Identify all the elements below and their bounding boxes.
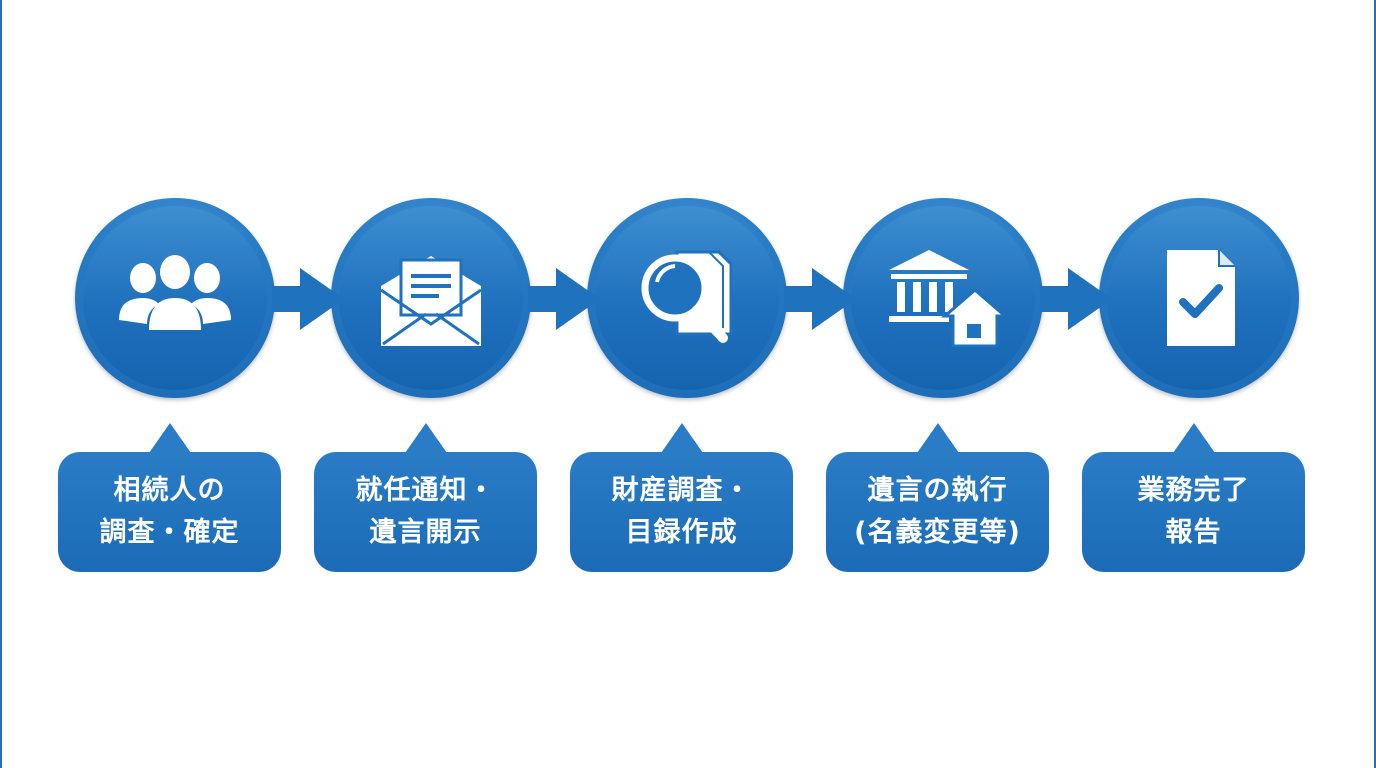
step-label-line2: (名義変更等): [854, 517, 1021, 548]
step-label-line1: 就任通知・: [355, 475, 496, 506]
arrow-right-icon: [272, 268, 344, 330]
step-circle: [843, 198, 1043, 398]
bank-house-icon: [889, 250, 1003, 348]
step-label-box: 財産調査・ 目録作成: [570, 423, 793, 572]
envelope-letter-icon: [380, 256, 482, 346]
step-label-line1: 遺言の執行: [867, 475, 1008, 506]
step-label-line2: 遺言開示: [369, 517, 482, 548]
step-completion-report: 業務完了 報告: [1071, 0, 1327, 768]
step-heir-investigation: 相続人の 調査・確定: [47, 0, 303, 768]
step-label-line2: 目録作成: [625, 517, 738, 548]
step-label-line1: 財産調査・: [611, 475, 752, 506]
step-label-line2: 報告: [1165, 517, 1222, 548]
arrow-right-icon: [528, 268, 600, 330]
step-label-line2: 調査・確定: [99, 517, 240, 548]
step-circle: [587, 198, 787, 398]
step-circle: [1099, 198, 1299, 398]
arrow-right-icon: [784, 268, 856, 330]
step-circle: [331, 198, 531, 398]
document-check-icon: [1167, 250, 1235, 346]
magnifier-documents-icon: [641, 250, 733, 343]
step-circle: [75, 198, 275, 398]
step-label-line1: 相続人の: [113, 475, 226, 506]
people-group-icon: [119, 255, 231, 330]
step-will-execution: 遺言の執行 (名義変更等): [815, 0, 1071, 768]
step-label-box: 業務完了 報告: [1082, 423, 1305, 572]
step-label-box: 就任通知・ 遺言開示: [314, 423, 537, 572]
arrow-right-icon: [1040, 268, 1112, 330]
step-label-box: 遺言の執行 (名義変更等): [826, 423, 1049, 572]
step-label-line1: 業務完了: [1137, 475, 1250, 506]
step-label-box: 相続人の 調査・確定: [58, 423, 281, 572]
step-asset-inventory: 財産調査・ 目録作成: [559, 0, 815, 768]
step-notification: 就任通知・ 遺言開示: [303, 0, 559, 768]
